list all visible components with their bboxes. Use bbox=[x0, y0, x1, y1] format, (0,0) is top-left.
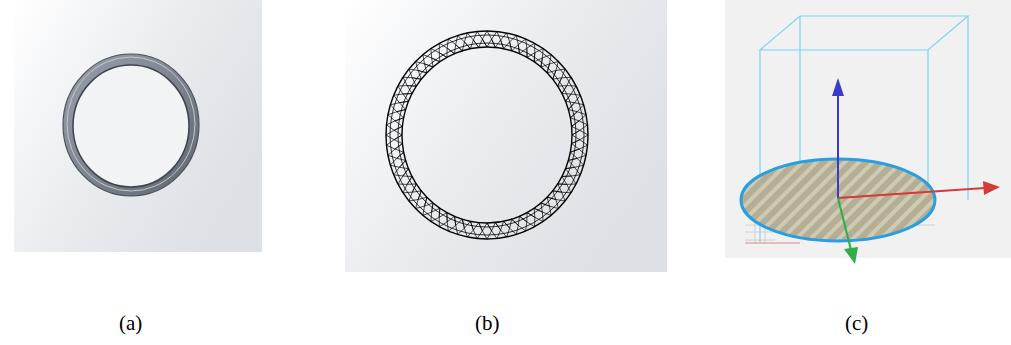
mesh-outer bbox=[386, 31, 588, 239]
y-axis bbox=[838, 198, 851, 250]
panel-background bbox=[345, 0, 667, 272]
z-axis bbox=[837, 92, 839, 198]
ring-solid bbox=[63, 54, 199, 196]
mesh-ring bbox=[390, 35, 584, 235]
mesh-inner bbox=[402, 47, 572, 223]
x-axis-head bbox=[983, 181, 1000, 195]
panel-label: (a) bbox=[119, 311, 142, 336]
mesh-ring bbox=[398, 43, 576, 227]
z-axis-head bbox=[832, 78, 844, 96]
panel-background bbox=[14, 0, 262, 252]
ring-edge bbox=[67, 57, 195, 191]
panel-background bbox=[725, 0, 1011, 258]
grid-axis bbox=[745, 243, 800, 244]
panel-label: (c) bbox=[845, 311, 868, 336]
x-axis bbox=[838, 188, 985, 198]
mesh-triangles bbox=[386, 31, 588, 239]
y-axis-head bbox=[844, 247, 858, 264]
ring-hole bbox=[73, 65, 189, 187]
panel-label: (b) bbox=[475, 311, 500, 336]
